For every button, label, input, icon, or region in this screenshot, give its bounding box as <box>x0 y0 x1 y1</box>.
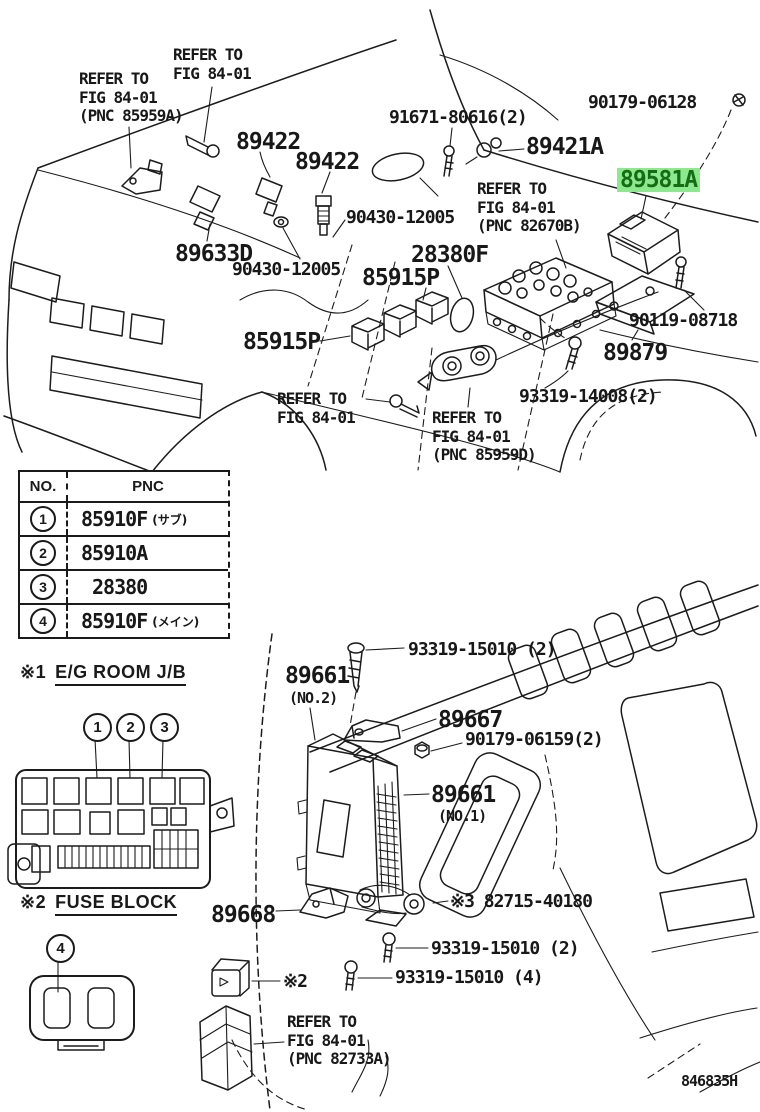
callout-3: 3 <box>150 713 179 742</box>
part-93319-14008: 93319-14008(2) <box>519 386 658 407</box>
dash-vents <box>507 580 721 700</box>
fuse-title-text: FUSE BLOCK <box>55 892 178 916</box>
pnc-table: NO. PNC 1 85910F (サブ) 2 85910A 3 28380 4 … <box>18 470 230 639</box>
part-85915P-upper: 85915P <box>362 265 440 291</box>
part-82715-40180: ※3 82715-40180 <box>450 891 593 912</box>
part-89661-no2-sub: (NO.2) <box>289 689 338 707</box>
fuse-ref-mark: ※2 <box>20 892 47 912</box>
part-89661-no1: 89661 <box>431 782 496 808</box>
part-93319-15010-mid: 93319-15010 (2) <box>431 938 580 959</box>
pnc-note: (サブ) <box>152 512 188 527</box>
table-row: 2 85910A <box>20 537 228 571</box>
part-89633D: 89633D <box>175 241 253 267</box>
engine-room-illustration <box>3 9 759 473</box>
table-row: 4 85910F (メイン) <box>20 605 228 637</box>
inset-title-fuse-block: ※2 FUSE BLOCK <box>20 892 178 916</box>
part-89422-1: 89422 <box>236 129 301 155</box>
pnc-value: 85910F <box>81 507 148 531</box>
pnc-table-header: NO. PNC <box>20 472 228 503</box>
part-85915P-lower: 85915P <box>243 329 321 355</box>
table-row: 1 85910F (サブ) <box>20 503 228 537</box>
part-89581A[interactable]: 89581A <box>617 168 701 192</box>
part-90430-12005-left: 90430-12005 <box>232 259 341 280</box>
fuse-block-inset-drawing <box>29 959 135 1051</box>
inset-title-jb: ※1 E/G ROOM J/B <box>20 662 187 686</box>
col-header-no: NO. <box>29 478 57 495</box>
part-90119-08718: 90119-08718 <box>629 310 738 331</box>
row-number-badge: 4 <box>30 608 56 634</box>
part-89667: 89667 <box>438 707 503 733</box>
part-89422-2: 89422 <box>295 149 360 175</box>
ecu-89661 <box>296 733 404 914</box>
part-89668: 89668 <box>211 902 276 928</box>
part-91671-80616: 91671-80616(2) <box>389 107 528 128</box>
part-90179-06128: 90179-06128 <box>588 92 697 113</box>
callout-4: 4 <box>46 934 75 963</box>
part-93319-15010-bot: 93319-15010 (4) <box>395 967 544 988</box>
row-number-badge: 3 <box>30 574 56 600</box>
dashboard-illustration <box>199 580 760 1111</box>
pnc-value: 28380 <box>92 575 148 599</box>
jb-title-text: E/G ROOM J/B <box>55 662 187 686</box>
callout-2: 2 <box>116 713 145 742</box>
mark-x2: ※2 <box>283 971 308 992</box>
pnc-value: 85910F <box>81 609 148 633</box>
col-header-pnc: PNC <box>132 478 164 495</box>
part-28380F: 28380F <box>411 242 489 268</box>
part-93319-15010-top: 93319-15010 (2) <box>408 639 557 660</box>
table-row: 3 28380 <box>20 571 228 605</box>
relay-cubes <box>351 291 449 351</box>
row-number-badge: 2 <box>30 540 56 566</box>
row-number-badge: 1 <box>30 506 56 532</box>
part-89661-no1-sub: (NO.1) <box>438 807 487 825</box>
part-90179-06159: 90179-06159(2) <box>465 729 604 750</box>
part-89879: 89879 <box>603 340 668 366</box>
jb-inset-drawing <box>7 738 235 889</box>
pnc-value: 85910A <box>81 541 148 565</box>
part-89421A: 89421A <box>526 134 604 160</box>
jb-ref-mark: ※1 <box>20 662 47 682</box>
doc-code: 846835H <box>681 1072 738 1090</box>
part-90430-12005-right: 90430-12005 <box>346 207 455 228</box>
pnc-note: (メイン) <box>152 614 200 629</box>
callout-1: 1 <box>83 713 112 742</box>
part-89661-no2: 89661 <box>285 663 350 689</box>
